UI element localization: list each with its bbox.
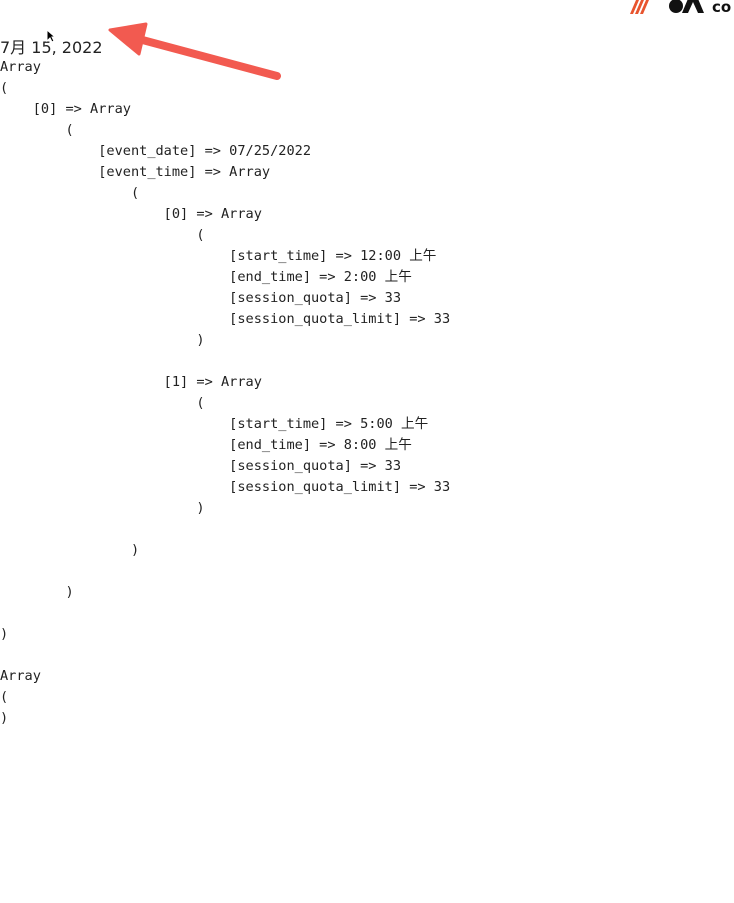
output-line: [event_time] => Array	[0, 164, 271, 180]
output-line: [0] => Array	[0, 101, 131, 117]
output-line: (	[0, 122, 74, 138]
output-line: )	[0, 584, 74, 600]
output-line: (	[0, 689, 9, 705]
output-line: [session_quota_limit] => 33	[0, 479, 451, 495]
output-line: [session_quota] => 33	[0, 290, 402, 306]
output-line: [end_time] => 2:00 上午	[0, 269, 412, 285]
output-line: )	[0, 626, 9, 642]
output-line: [session_quota] => 33	[0, 458, 402, 474]
output-line: [0] => Array	[0, 206, 262, 222]
output-line: (	[0, 185, 140, 201]
output-line: (	[0, 80, 9, 96]
output-line: )	[0, 710, 9, 726]
brand-logo-icon	[630, 0, 704, 14]
mouse-cursor-icon	[46, 29, 56, 43]
output-line: [start_time] => 5:00 上午	[0, 416, 429, 432]
output-line: [1] => Array	[0, 374, 262, 390]
date-text: 7月 15, 2022	[0, 38, 103, 57]
output-line: [event_date] => 07/25/2022	[0, 143, 311, 159]
output-line: Array	[0, 668, 41, 684]
output-line: )	[0, 542, 140, 558]
brand-logo-text: co	[712, 0, 732, 16]
output-line: Array	[0, 59, 41, 75]
output-line: [session_quota_limit] => 33	[0, 311, 451, 327]
output-line: [start_time] => 12:00 上午	[0, 248, 437, 264]
array-dump-output: Array ( [0] => Array ( [event_date] => 0…	[0, 57, 450, 729]
output-line: [end_time] => 8:00 上午	[0, 437, 412, 453]
output-line: )	[0, 500, 205, 516]
output-line: (	[0, 227, 205, 243]
output-line: )	[0, 332, 205, 348]
output-line: (	[0, 395, 205, 411]
